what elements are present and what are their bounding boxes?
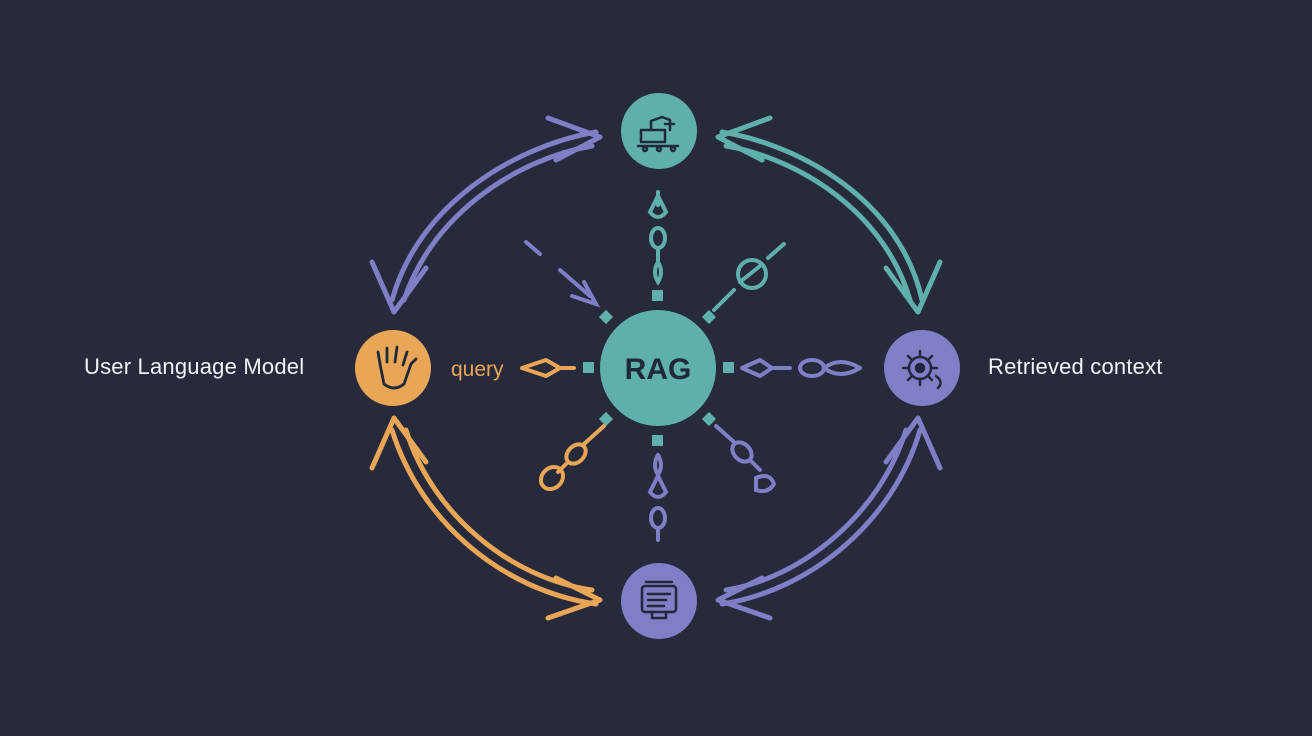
spoke-top-right: [712, 242, 786, 312]
label-user-language-model: User Language Model: [84, 354, 305, 379]
rag-hub-label: RAG: [625, 353, 692, 386]
node-bottom[interactable]: [621, 563, 697, 639]
node-left[interactable]: [355, 330, 431, 406]
arc-bottom-left: [369, 415, 603, 621]
hub-tick-marks: [583, 290, 734, 446]
machinery-icon: [636, 115, 680, 153]
label-retrieved-context: Retrieved context: [988, 354, 1163, 379]
node-top[interactable]: [621, 93, 697, 169]
node-right[interactable]: [884, 330, 960, 406]
spoke-bottom: [647, 453, 669, 542]
spoke-left-query: [520, 358, 576, 378]
arc-top-left: [369, 115, 603, 315]
arc-top-right: [715, 115, 943, 315]
spoke-bottom-left: [538, 424, 606, 492]
arc-bottom-right: [715, 415, 943, 621]
spoke-top-left: [524, 240, 601, 308]
rag-hub[interactable]: RAG: [600, 310, 716, 426]
gear-icon: [901, 349, 942, 390]
query-label: query: [451, 358, 504, 381]
spoke-bottom-right: [714, 424, 777, 494]
document-stack-icon: [640, 580, 678, 620]
hand-icon: [376, 345, 418, 390]
spoke-top: [647, 190, 669, 286]
spoke-right: [740, 358, 862, 378]
